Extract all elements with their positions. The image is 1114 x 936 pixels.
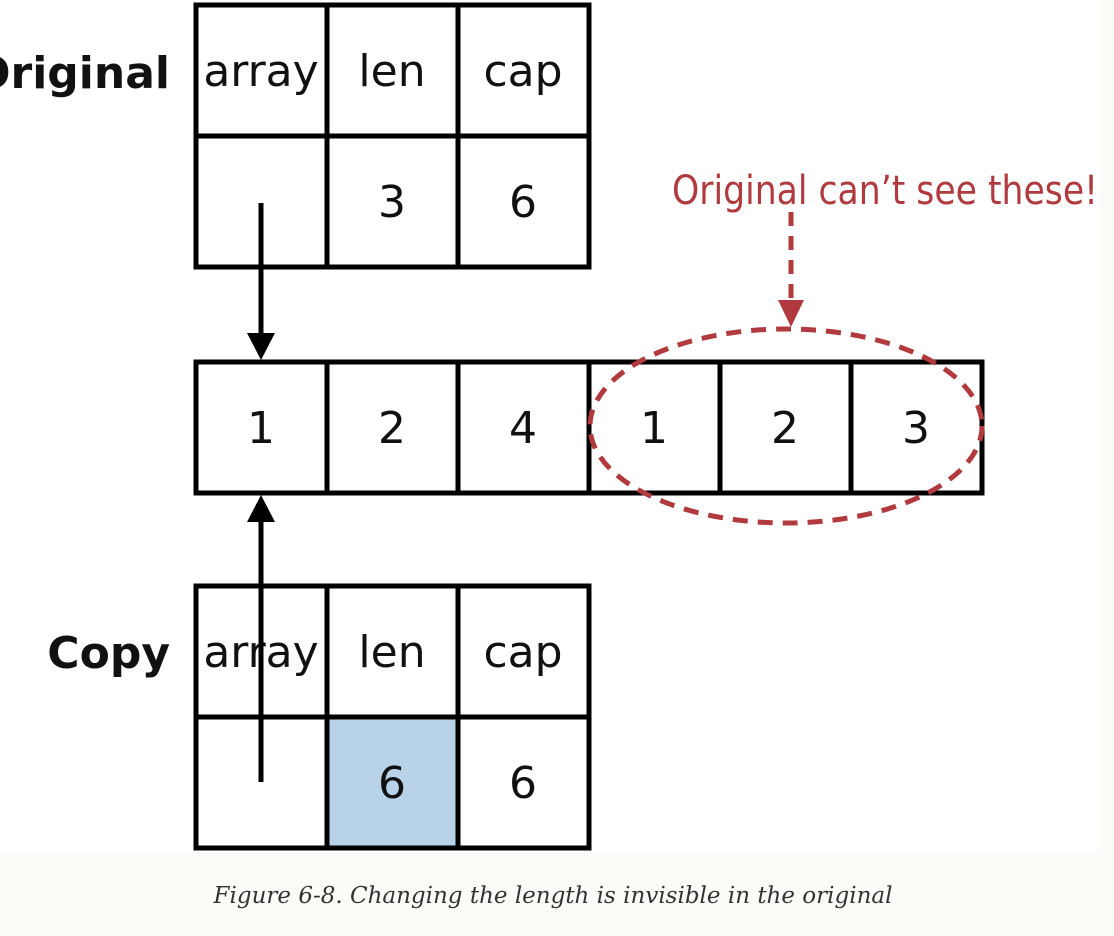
- original-pointer-arrow: [247, 203, 275, 360]
- original-cap-value-cell: [455, 133, 592, 270]
- original-len-value: 3: [378, 177, 406, 228]
- array-cell-1: [324, 359, 461, 496]
- array-value-4: 2: [771, 403, 799, 454]
- original-slice-header: Original array len cap 3 6: [0, 2, 592, 270]
- hidden-elements-dashed-ellipse: [587, 326, 985, 526]
- copy-len-value-cell-highlighted: [324, 714, 461, 851]
- original-len-value-cell: [324, 133, 461, 270]
- array-value-0: 1: [247, 403, 275, 454]
- array-value-3: 1: [640, 403, 668, 454]
- copy-len-header-cell: [324, 583, 461, 720]
- backing-array: 1 2 4 1 2 3: [193, 359, 985, 496]
- array-cell-4: [717, 359, 854, 496]
- array-value-5: 3: [902, 403, 930, 454]
- annotation-text: Original can’t see these!: [672, 168, 1098, 214]
- copy-cap-value-cell: [455, 714, 592, 851]
- copy-cap-header: cap: [483, 627, 562, 678]
- original-label: Original: [0, 48, 170, 99]
- original-cap-header: cap: [483, 46, 562, 97]
- copy-pointer-arrow: [247, 495, 275, 782]
- original-cap-header-cell: [455, 2, 592, 139]
- annotation-arrowhead: [778, 300, 804, 327]
- figure-caption: Figure 6-8. Changing the length is invis…: [213, 883, 893, 909]
- array-cell-3: [586, 359, 723, 496]
- original-array-header: array: [203, 46, 318, 97]
- array-value-1: 2: [378, 403, 406, 454]
- copy-len-value: 6: [378, 758, 406, 809]
- copy-label: Copy: [47, 628, 170, 679]
- copy-cap-value: 6: [509, 758, 537, 809]
- array-cell-2: [455, 359, 592, 496]
- copy-len-header: len: [358, 627, 425, 678]
- hidden-elements-annotation: Original can’t see these!: [587, 168, 1098, 526]
- array-value-2: 4: [509, 403, 537, 454]
- original-cap-value: 6: [509, 177, 537, 228]
- original-len-header: len: [358, 46, 425, 97]
